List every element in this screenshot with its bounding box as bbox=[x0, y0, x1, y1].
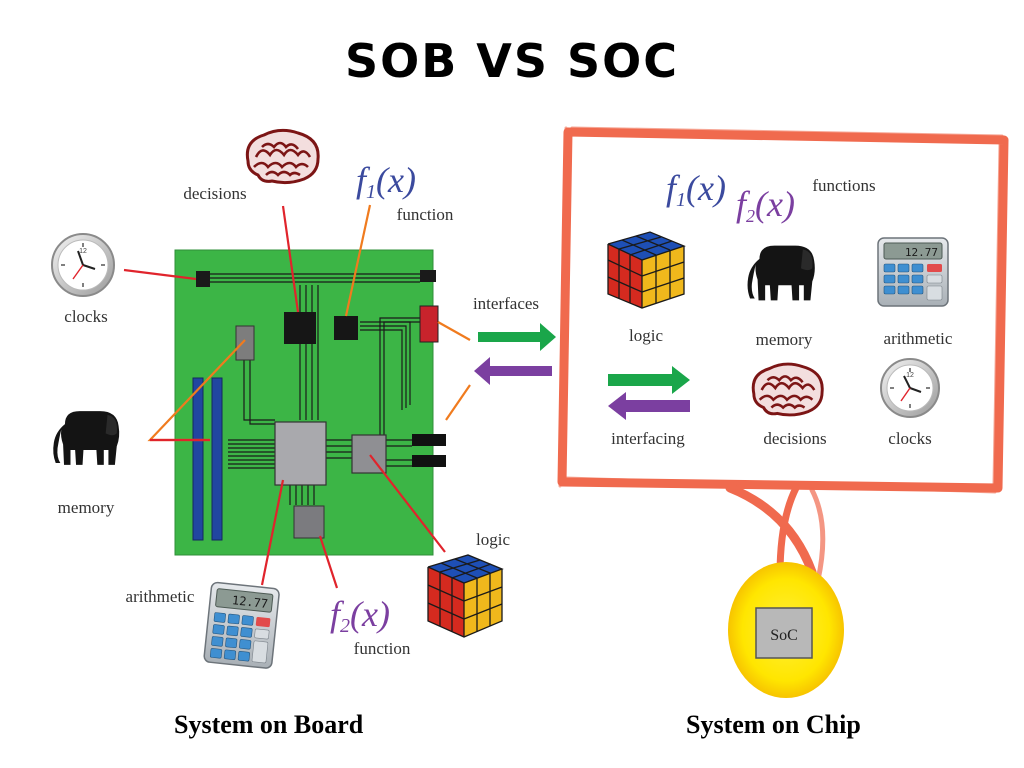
chip-interfacing-label: interfacing bbox=[611, 429, 685, 448]
cpu-chip bbox=[274, 421, 327, 486]
interface-in-arrow bbox=[474, 357, 552, 385]
interfaces-pointer-1 bbox=[437, 321, 471, 341]
chip-f2-of-x-label: f2(x) bbox=[736, 184, 795, 226]
chip-magnifier-frame bbox=[557, 126, 1009, 583]
chip-interface-in-arrow bbox=[608, 392, 690, 420]
clock-numeral: 12 bbox=[79, 248, 87, 255]
chip-clocks-label: clocks bbox=[888, 429, 931, 448]
chip-detail-panel bbox=[576, 146, 990, 474]
chip-rubiks-cube-icon bbox=[607, 231, 686, 309]
port-connector-1 bbox=[412, 434, 446, 446]
decision-processor-chip bbox=[284, 312, 316, 344]
board-traces bbox=[210, 273, 432, 505]
interfaces-label: interfaces bbox=[473, 294, 539, 313]
elephant-icon bbox=[53, 411, 120, 465]
brain-icon bbox=[245, 128, 320, 185]
system-on-chip-caption: System on Chip bbox=[686, 710, 861, 739]
chip-brain-icon bbox=[751, 362, 824, 417]
clocks-pointer bbox=[123, 268, 197, 281]
small-grey-chip bbox=[235, 325, 255, 361]
decisions-label: decisions bbox=[183, 184, 246, 203]
clocks-label: clocks bbox=[64, 307, 107, 326]
system-on-board: 12 clocks decisions f1(x) function inter… bbox=[51, 128, 556, 669]
function-chip bbox=[334, 316, 358, 340]
soc-chip-label: SoC bbox=[770, 627, 798, 644]
interface-connector bbox=[419, 305, 439, 343]
chip-interface-out-arrow bbox=[608, 366, 690, 394]
calculator-display: 12.77 bbox=[231, 593, 268, 611]
chip-calculator-icon: 12.77 bbox=[877, 237, 949, 307]
logic-label: logic bbox=[476, 530, 510, 549]
calculator-icon: 12.77 bbox=[203, 581, 280, 669]
function-2-chip bbox=[293, 505, 325, 539]
chip-arithmetic-label: arithmetic bbox=[884, 329, 953, 348]
chip-decisions-label: decisions bbox=[763, 429, 826, 448]
function-label-bottom: function bbox=[354, 639, 411, 658]
memory-label: memory bbox=[58, 498, 115, 517]
chip-clock-numeral: 12 bbox=[906, 372, 914, 379]
clock-icon: 12 bbox=[51, 233, 115, 297]
system-on-board-caption: System on Board bbox=[174, 710, 364, 739]
f1-of-x-label: f1(x) bbox=[356, 160, 416, 203]
chip-calculator-display: 12.77 bbox=[905, 246, 938, 259]
chip-f1-of-x-label: f1(x) bbox=[666, 168, 726, 211]
rubiks-cube-icon bbox=[427, 554, 504, 638]
page-title: SOB VS SOC bbox=[344, 34, 680, 88]
function-label-top: function bbox=[397, 205, 454, 224]
chip-functions-label: functions bbox=[812, 176, 875, 195]
function-pointer bbox=[344, 204, 372, 317]
interfaces-pointer-2 bbox=[445, 384, 471, 421]
system-on-chip: SoC f1(x) f2(x) functions logic memory bbox=[557, 126, 1009, 698]
interface-out-arrow bbox=[478, 323, 556, 351]
memory-module-1 bbox=[192, 377, 204, 541]
soc-chip bbox=[755, 607, 813, 659]
chip-clock-icon: 12 bbox=[880, 358, 940, 418]
clock-chip bbox=[196, 271, 210, 287]
chip-memory-label: memory bbox=[756, 330, 813, 349]
chip-logic-label: logic bbox=[629, 326, 663, 345]
small-chip bbox=[420, 270, 436, 282]
logic-pointer bbox=[369, 454, 446, 553]
decisions-pointer bbox=[281, 205, 300, 313]
function-2-pointer bbox=[318, 535, 339, 589]
port-connector-2 bbox=[412, 455, 446, 467]
f2-of-x-label: f2(x) bbox=[330, 594, 390, 637]
arithmetic-pointer bbox=[260, 479, 285, 586]
arithmetic-label: arithmetic bbox=[126, 587, 195, 606]
memory-module-2 bbox=[211, 377, 223, 541]
